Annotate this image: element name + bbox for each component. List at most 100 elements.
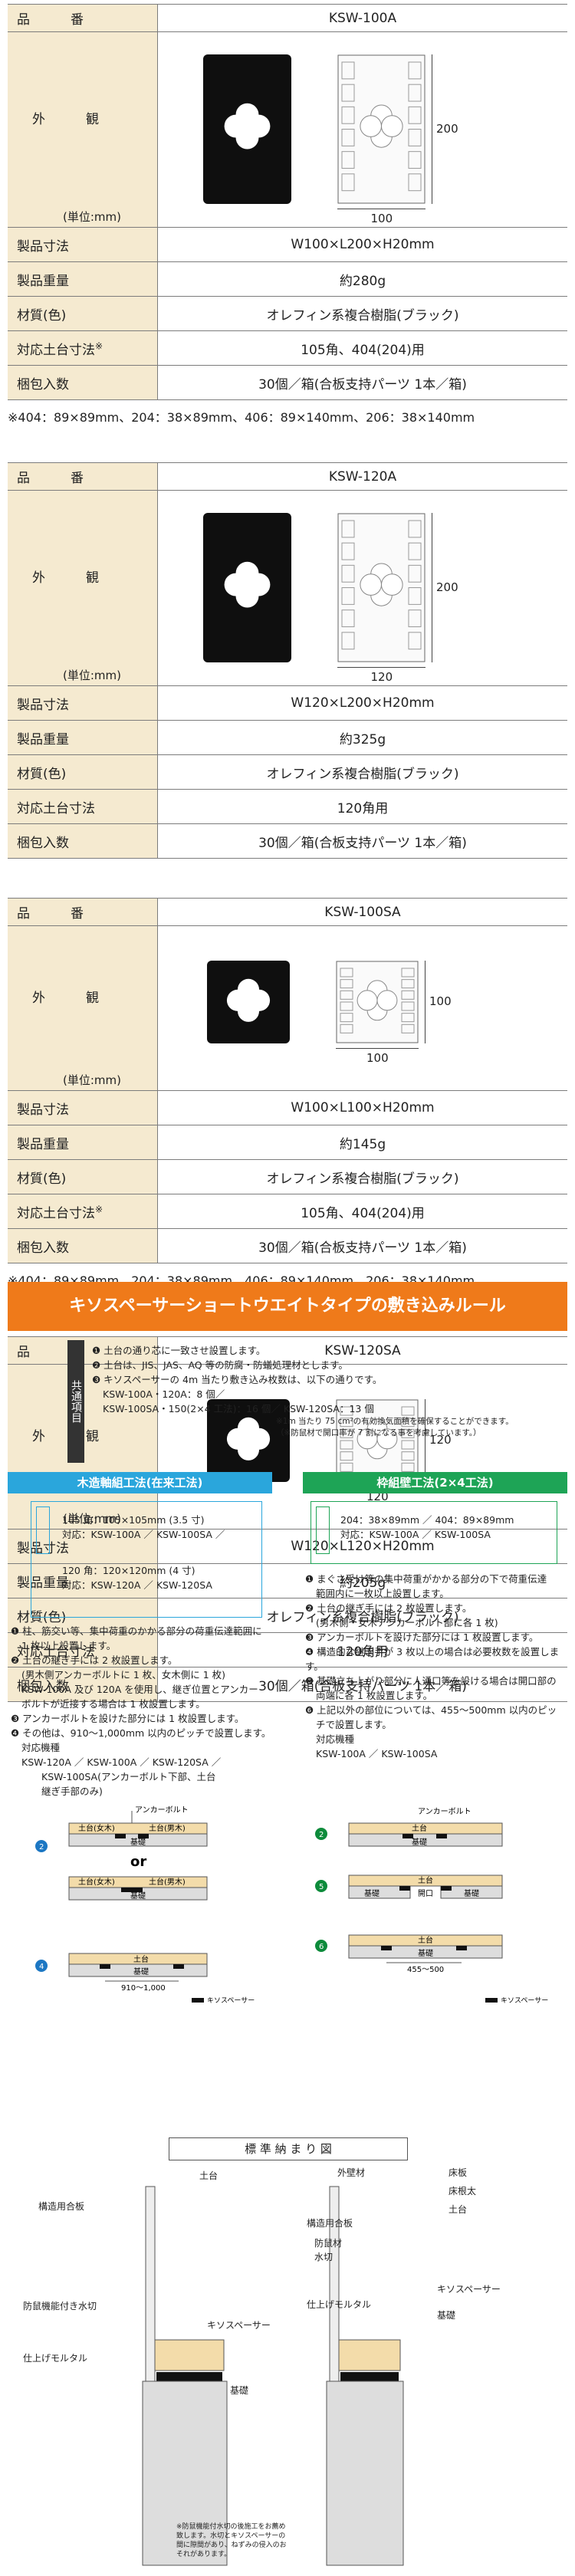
left-spec-line: 対応：KSW-120A ／ KSW-120SA [62, 1579, 212, 1591]
dodai-label: 対応土台寸法※ [8, 1194, 158, 1229]
black-part-image [203, 54, 291, 207]
unit-label: (単位:mm) [63, 669, 121, 682]
std-right-dodai: 土台 [449, 2203, 467, 2215]
material-label: 材質(色) [8, 1598, 158, 1633]
common-line: ❷ 土台は、JIS、JAS、AQ 等の防腐・防蟻処理材とします。 [92, 1359, 348, 1371]
rules-banner: キソスペーサーショートウエイトタイプの敷き込みルール [8, 1282, 567, 1331]
hinban-label: 品 番 [8, 898, 158, 926]
hinban-label: 品 番 [8, 4, 158, 32]
dodai-mark: ※ [95, 1203, 104, 1214]
std-right-spacer: キソスペーサー [437, 2284, 501, 2295]
left-column-header: 木造軸組工法(在来工法) [8, 1472, 272, 1493]
left-rule: ❶ 柱、筋交い等、集中荷重のかかる部分の荷重伝達範囲に [11, 1625, 262, 1637]
standard-title: 標 準 納 ま り 図 [169, 2137, 408, 2160]
dim-width-line [337, 667, 426, 668]
svg-text:基礎: 基礎 [364, 1888, 380, 1898]
dodai-value: 120角用 [157, 789, 567, 824]
size-label: 製品寸法 [8, 227, 158, 262]
product-code: KSW-120SA [157, 1336, 567, 1365]
common-line: ❸ キソスペーサーの 4m 当たり敷き込み枚数は、以下の通りです。 [92, 1374, 383, 1385]
material-label: 材質(色) [8, 754, 158, 790]
std-left-dodai: 土台 [199, 2170, 218, 2181]
product-code: KSW-120A [157, 462, 567, 491]
dim-width-line [336, 1047, 419, 1049]
size-label: 製品寸法 [8, 685, 158, 721]
svg-text:4: 4 [39, 1963, 44, 1971]
drawing-image [336, 1398, 419, 1485]
left-rule: 1 枚以上設置します。 [21, 1640, 117, 1651]
dodai-value: 105角、404(204)用 [157, 1194, 567, 1229]
right-spec-line: 対応：KSW-100A ／ KSW-100SA [340, 1529, 491, 1540]
left-spec-tag [36, 1506, 50, 1554]
weight-label: 製品重量 [8, 1125, 158, 1160]
packing-value: 30個／箱(合板支持パーツ 1本／箱) [157, 365, 567, 400]
svg-text:基礎: 基礎 [412, 1837, 427, 1847]
weight-value: 約205g [157, 1563, 567, 1598]
dodai-label: 対応土台寸法 [8, 789, 158, 824]
black-part-image [207, 960, 290, 1046]
hinban-label: 品 番 [8, 462, 158, 491]
drawing-image [336, 960, 419, 1046]
std-right-gaiheki: 外壁材 [337, 2167, 365, 2178]
gaikan-label: 外 観 [32, 570, 113, 586]
material-label: 材質(色) [8, 296, 158, 331]
svg-text:キソスペーサー: キソスペーサー [207, 1996, 255, 2005]
svg-text:455〜500: 455〜500 [407, 1966, 444, 1974]
left-spec-box: 105 角：105×105mm (3.5 寸) 対応：KSW-100A ／ KS… [31, 1501, 262, 1618]
svg-text:6: 6 [319, 1943, 324, 1951]
material-value: オレフィン系複合樹脂(ブラック) [157, 296, 567, 331]
dim-height-line [425, 960, 426, 1043]
svg-text:土台: 土台 [418, 1935, 433, 1945]
std-right-kouzou: 構造用合板 [307, 2217, 353, 2229]
std-left-kouzou: 構造用合板 [38, 2200, 84, 2212]
packing-value: 30個／箱(合板支持パーツ 1本／箱) [157, 1667, 567, 1702]
size-label: 製品寸法 [8, 1529, 158, 1564]
right-rule: ❷ 土台の継ぎ手には 2 枚設置します。 [305, 1602, 472, 1614]
material-value: オレフィン系複合樹脂(ブラック) [157, 754, 567, 790]
drawing-image [337, 54, 426, 207]
common-line: ❶ 土台の通り芯に一致させ設置します。 [92, 1345, 266, 1356]
svg-text:基礎: 基礎 [130, 1891, 146, 1901]
product-code: KSW-100SA [157, 898, 567, 926]
svg-text:土台(男木): 土台(男木) [149, 1877, 186, 1887]
std-left-kiso: 基礎 [230, 2385, 248, 2396]
dodai-label: 対応土台寸法※ [8, 330, 158, 366]
dim-height: 200 [436, 580, 458, 594]
size-label: 製品寸法 [8, 1090, 158, 1125]
packing-label: 梱包入数 [8, 823, 158, 859]
gaikan-label: 外 観 [32, 111, 113, 127]
right-column-header: 枠組壁工法(2×4工法) [303, 1472, 567, 1493]
size-value: W120×L200×H20mm [157, 685, 567, 721]
dim-height: 100 [429, 994, 452, 1008]
packing-label: 梱包入数 [8, 1667, 158, 1702]
dim-height: 120 [429, 1432, 452, 1447]
weight-label: 製品重量 [8, 261, 158, 297]
drawing-image [337, 513, 426, 665]
left-spec-line: 120 角：120×120mm (4 寸) [62, 1565, 196, 1576]
svg-text:5: 5 [319, 1883, 324, 1891]
svg-text:土台(男木): 土台(男木) [149, 1823, 186, 1833]
dimension-note: ※404：89×89mm、204：38×89mm、406：89×140mm、20… [8, 410, 475, 425]
left-diagrams: 2 土台(女木)土台(男木) アンカーボルト 基礎 or 土台(女木)土台(男木… [35, 1806, 255, 2005]
right-rule: ❶ まぐさ受け等の集中荷重がかかる部分の下で荷重伝達 [305, 1573, 547, 1585]
material-value: オレフィン系複合樹脂(ブラック) [157, 1598, 567, 1633]
standard-diagrams: 構造用合板 土台 防鼠機能付き水切 キソスペーサー 仕上げモルタル 基礎 外壁材… [23, 2167, 501, 2566]
material-label: 材質(色) [8, 1159, 158, 1194]
right-rule: ❺ 基礎立ち上がり部分に人通口等を設ける場合は開口部の [305, 1675, 557, 1687]
product-code: KSW-100A [157, 4, 567, 32]
right-rule: KSW-100A ／ KSW-100SA [316, 1748, 438, 1760]
right-diagrams: 2 アンカーボルト 土台基礎 5 土台基礎開口基礎 6 土台基礎 455〜500… [315, 1807, 548, 2005]
right-rule: 対応機種 [316, 1733, 355, 1745]
std-left-bouso: 防鼠機能付き水切 [23, 2300, 97, 2312]
svg-text:基礎: 基礎 [133, 1967, 149, 1976]
dodai-value: 120角用 [157, 1632, 567, 1668]
common-note: ※1m 当たり 75 cm²の有効換気面積を確保することができます。 [276, 1417, 514, 1426]
svg-text:開口: 開口 [418, 1889, 433, 1898]
dim-height: 200 [436, 121, 458, 136]
svg-text:アンカーボルト: アンカーボルト [135, 1806, 189, 1815]
left-rules-list: ❶ 柱、筋交い等、集中荷重のかかる部分の荷重伝達範囲に 1 枚以上設置します。 … [11, 1624, 271, 1799]
svg-text:基礎: 基礎 [418, 1948, 433, 1958]
dim-width: 100 [370, 212, 393, 225]
svg-text:基礎: 基礎 [464, 1888, 479, 1898]
left-rule: 対応機種 [21, 1742, 61, 1753]
